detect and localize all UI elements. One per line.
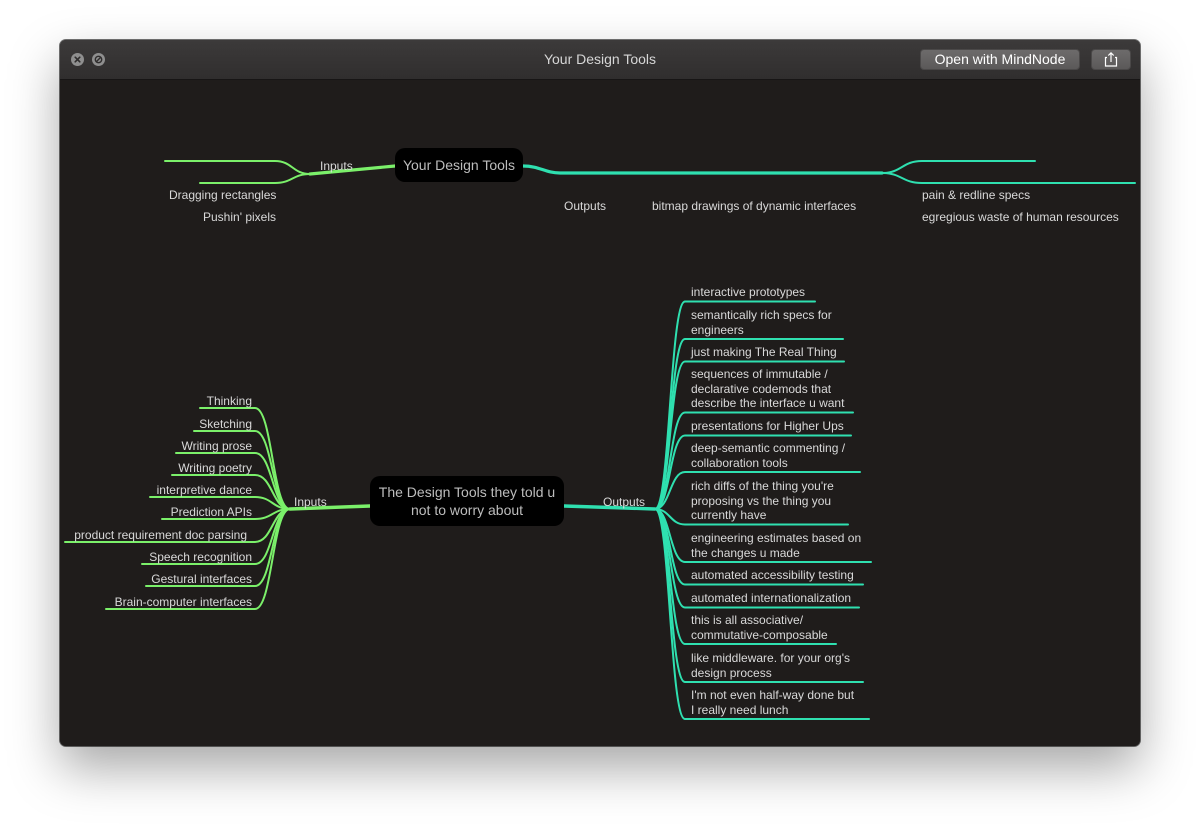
mindnode-window: Your Design Tools Open with MindNode You…: [60, 40, 1140, 746]
bottom-input-item[interactable]: Writing poetry: [178, 461, 252, 475]
bottom-output-item-line: rich diffs of the thing you're: [691, 479, 834, 493]
bottom-output-item-line: presentations for Higher Ups: [691, 419, 844, 433]
bottom-output-item-line: sequences of immutable /: [691, 367, 828, 381]
central-node-bottom-line: not to worry about: [410, 502, 524, 518]
branch-lines: [64, 160, 1136, 720]
bottom-output-item[interactable]: just making The Real Thing: [691, 345, 837, 360]
top-inputs-label[interactable]: Inputs: [320, 159, 353, 173]
title-bar[interactable]: Your Design Tools Open with MindNode: [60, 40, 1140, 80]
bottom-output-item[interactable]: presentations for Higher Ups: [691, 419, 844, 434]
bottom-output-item-line: interactive prototypes: [691, 285, 806, 299]
bottom-output-item-line: automated internationalization: [691, 591, 852, 605]
mind-map-canvas[interactable]: Your Design Tools Inputs Dragging rectan…: [60, 80, 1140, 746]
bottom-input-item[interactable]: product requirement doc parsing: [74, 528, 247, 542]
close-icon[interactable]: [71, 53, 84, 66]
bottom-input-item[interactable]: Writing prose: [181, 439, 252, 453]
bottom-output-item-line: declarative codemods that: [691, 381, 832, 396]
bottom-input-item[interactable]: Speech recognition: [149, 550, 252, 564]
central-node-top-label: Your Design Tools: [402, 157, 516, 173]
bottom-output-item-line: describe the interface u want: [691, 396, 845, 410]
branch-line: [654, 434, 852, 510]
bottom-output-item[interactable]: deep-semantic commenting /collaboration …: [691, 441, 845, 470]
branch-line: [562, 504, 657, 511]
top-input-item[interactable]: Pushin' pixels: [203, 210, 276, 224]
share-button[interactable]: [1091, 49, 1131, 70]
top-output-child[interactable]: egregious waste of human resources: [922, 210, 1119, 224]
top-output-node[interactable]: bitmap drawings of dynamic interfaces: [652, 199, 857, 213]
bottom-output-item-line: commutative-composable: [691, 627, 828, 642]
top-outputs-label[interactable]: Outputs: [564, 199, 607, 213]
open-with-mindnode-button[interactable]: Open with MindNode: [920, 49, 1080, 70]
branch-line: [521, 164, 884, 175]
branch-line: [288, 504, 372, 511]
minimize-icon[interactable]: [92, 53, 105, 66]
branch-line: [199, 173, 311, 184]
branch-line: [164, 160, 311, 175]
branch-line: [105, 508, 291, 610]
bottom-input-item[interactable]: interpretive dance: [156, 483, 252, 497]
bottom-output-item[interactable]: this is all associative/commutative-comp…: [691, 613, 828, 642]
central-node-bottom-line: The Design Tools they told u: [378, 484, 556, 500]
bottom-output-item-line: engineers: [691, 322, 744, 337]
branch-line: [881, 172, 1136, 184]
top-output-child[interactable]: pain & redline specs: [922, 188, 1031, 202]
bottom-output-item[interactable]: automated internationalization: [691, 591, 851, 606]
bottom-output-item-line: automated accessibility testing: [691, 568, 854, 582]
bottom-output-item-line: currently have: [691, 508, 767, 522]
top-input-item[interactable]: Dragging rectangles: [169, 188, 277, 202]
bottom-outputs-label[interactable]: Outputs: [603, 495, 646, 509]
bottom-output-item-line: I really need lunch: [691, 702, 789, 717]
branch-line: [308, 164, 397, 176]
bottom-output-item-line: collaboration tools: [691, 455, 788, 470]
bottom-input-item[interactable]: Gestural interfaces: [151, 572, 252, 586]
central-node-bottom[interactable]: The Design Tools they told u not to worr…: [370, 476, 564, 526]
branch-line: [654, 360, 845, 510]
branch-line: [654, 508, 870, 720]
bottom-output-item-line: engineering estimates based on: [691, 531, 862, 545]
branch-line: [654, 471, 861, 510]
bottom-output-item-line: proposing vs the thing you: [691, 493, 832, 508]
window-title: Your Design Tools: [543, 51, 657, 67]
bottom-output-item[interactable]: interactive prototypes: [691, 285, 805, 300]
bottom-output-item-line: this is all associative/: [691, 613, 804, 627]
central-node-top[interactable]: Your Design Tools: [395, 148, 523, 182]
bottom-input-item[interactable]: Prediction APIs: [170, 505, 252, 519]
bottom-input-item[interactable]: Brain-computer interfaces: [114, 595, 252, 609]
bottom-output-item-line: design process: [691, 665, 772, 680]
bottom-output-item[interactable]: automated accessibility testing: [691, 568, 854, 583]
bottom-output-item-line: like middleware. for your org's: [691, 651, 851, 665]
bottom-output-item-line: I'm not even half-way done but: [691, 688, 855, 702]
bottom-input-item[interactable]: Thinking: [206, 394, 252, 408]
bottom-output-item-line: the changes u made: [691, 545, 800, 560]
bottom-output-item[interactable]: sequences of immutable /declarative code…: [691, 367, 844, 411]
share-icon: [1104, 51, 1118, 67]
branch-line: [881, 160, 1036, 174]
bottom-inputs-label[interactable]: Inputs: [294, 495, 327, 509]
bottom-input-item[interactable]: Sketching: [199, 417, 252, 431]
bottom-output-item-line: just making The Real Thing: [691, 345, 837, 359]
bottom-output-item-line: semantically rich specs for: [691, 308, 832, 322]
bottom-output-item-line: deep-semantic commenting /: [691, 441, 846, 455]
